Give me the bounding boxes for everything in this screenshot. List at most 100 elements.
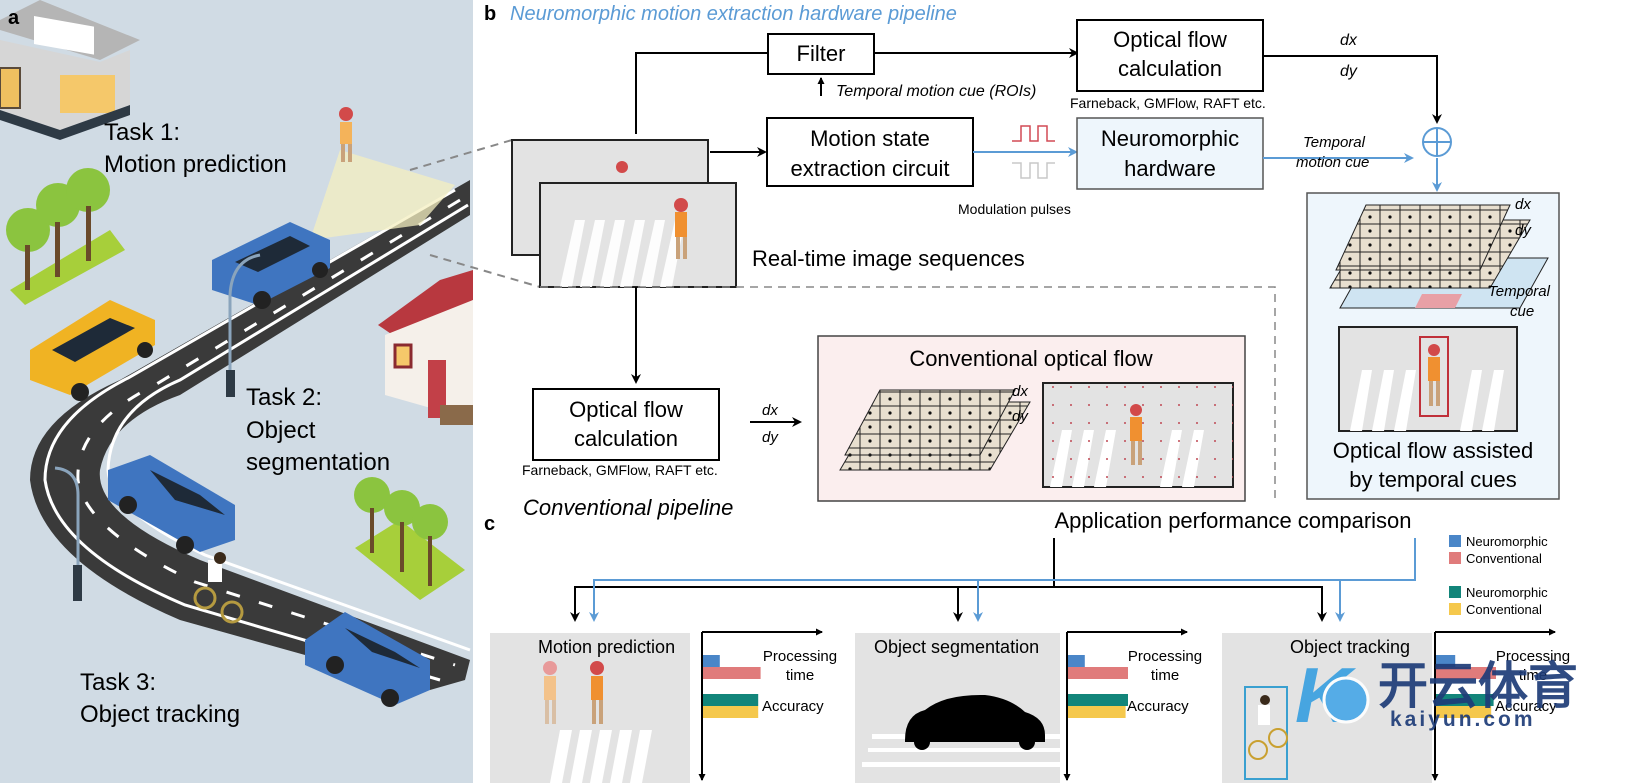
panel-a-scene: a Task 1: Motion prediction Task 2: Obje… [0, 0, 473, 783]
trees-icon [6, 168, 125, 305]
connector-ofc-to-sum [1263, 55, 1442, 124]
image-sequence-label: Real-time image sequences [752, 246, 1025, 271]
dx-top: dx [1340, 32, 1358, 49]
dx-bottom: dx [762, 402, 778, 419]
ofc-bottom-line1: Optical flow [569, 397, 683, 422]
bar-conventional-processing-time [1436, 667, 1496, 679]
conventional-pipeline-border [540, 286, 1276, 500]
panel-b-label: b [484, 3, 496, 25]
task-1-name: Motion prediction [104, 151, 287, 178]
bar-conventional-processing-time [1068, 667, 1128, 679]
task-segmentation-title: Object segmentation [874, 637, 1039, 657]
pedestrian-icon [674, 198, 688, 212]
accuracy-label: Accuracy [762, 698, 824, 715]
soccer-ball-icon [1322, 676, 1370, 724]
watermark-cn: 开云体育 [1378, 658, 1578, 714]
motion-state-box [766, 117, 974, 187]
bar-neuromorphic-processing-time [703, 655, 720, 667]
street-lamp-icon [54, 466, 80, 600]
panel-c-title: Application performance comparison [1054, 508, 1411, 533]
accuracy-label: Accuracy [1127, 698, 1189, 715]
conv-dy-label: dy [1012, 408, 1029, 425]
task-tracking-title: Object tracking [1290, 637, 1410, 657]
car-blue-icon [108, 455, 235, 554]
bar-conventional-accuracy [1068, 706, 1126, 718]
temporal-cue-line2: motion cue [1296, 154, 1369, 171]
bar-neuromorphic-accuracy [703, 694, 759, 706]
assisted-flow-image [1338, 326, 1518, 432]
conventional-flow-image [1042, 382, 1234, 488]
cyclist-icon [193, 552, 244, 624]
legend-swatch-conventional-time [1449, 552, 1461, 564]
legend: Neuromorphic Conventional Neuromorphic C… [1449, 534, 1548, 617]
filter-box [767, 33, 875, 75]
accuracy-label: Accuracy [1495, 698, 1557, 715]
bar-neuromorphic-processing-time [1436, 655, 1456, 667]
cue-grid-label: cue [1510, 303, 1534, 320]
motion-state-line2: extraction circuit [791, 156, 950, 181]
ofc-top-box [1076, 19, 1264, 92]
bar-conventional-processing-time [703, 667, 761, 679]
conventional-pipeline-label: Conventional pipeline [523, 495, 733, 520]
pulse-gray-icon [1012, 162, 1055, 179]
panel-c: c Application performance comparison Neu… [484, 508, 1578, 783]
filter-label: Filter [797, 41, 846, 66]
bar-neuromorphic-accuracy [1068, 694, 1128, 706]
task-1-title: Task 1: [104, 119, 180, 146]
tracking-bbox [1244, 686, 1288, 780]
ofc-top-line2: calculation [1118, 56, 1222, 81]
motion-prediction-thumb [490, 633, 690, 783]
ofc-bottom-line2: calculation [574, 426, 678, 451]
image-frame-front [539, 182, 737, 288]
task-3-title: Task 3: [80, 669, 156, 696]
legend-swatch-neuromorphic-accuracy [1449, 586, 1461, 598]
legend-swatch-conventional-accuracy [1449, 603, 1461, 615]
task-2-name-cont: segmentation [246, 449, 390, 476]
bar-conventional-accuracy [1436, 706, 1492, 718]
pedestrian-icon [339, 107, 353, 162]
motion-state-line1: Motion state [810, 126, 930, 151]
task-2-title: Task 2: [246, 384, 322, 411]
temporal-grid-label: Temporal [1488, 283, 1551, 300]
legend-label: Neuromorphic [1466, 534, 1548, 549]
conv-dx-grid [844, 389, 1016, 456]
ofc-bottom-box [532, 388, 720, 461]
tracking-bbox [1419, 336, 1449, 417]
dx-grid-label: dx [1515, 196, 1531, 213]
ofc-top-line1: Optical flow [1113, 27, 1227, 52]
car-blue-icon [212, 222, 330, 309]
legend-label: Conventional [1466, 602, 1542, 617]
processing-time-label: Processing [1496, 648, 1570, 665]
watermark: K 开云体育 kaiyun.com [1295, 651, 1578, 739]
panel-b-title: Neuromorphic motion extraction hardware … [510, 3, 957, 25]
bar-conventional-accuracy [703, 706, 759, 718]
car-blue-icon [305, 612, 430, 707]
conv-dx-label: dx [1012, 383, 1028, 400]
neuromorphic-hw-line1: Neuromorphic [1101, 126, 1239, 151]
road [30, 180, 470, 690]
panel-c-label: c [484, 513, 495, 535]
legend-label: Neuromorphic [1466, 585, 1548, 600]
modulation-label: Modulation pulses [958, 201, 1071, 217]
legend-swatch-neuromorphic-time [1449, 535, 1461, 547]
watermark-url: kaiyun.com [1390, 708, 1536, 731]
assisted-flow-line1: Optical flow assisted [1333, 438, 1534, 463]
dy-grid-label: dy [1515, 222, 1532, 239]
dx-flow-grid [1335, 204, 1511, 271]
sum-operator-icon [1422, 127, 1452, 157]
neuromorphic-hw-box [1076, 117, 1264, 190]
conventional-flow-title: Conventional optical flow [909, 346, 1152, 371]
ofc-top-methods: Farneback, GMFlow, RAFT etc. [1070, 95, 1266, 111]
building-icon [0, 0, 140, 140]
bar-neuromorphic-accuracy [1436, 694, 1494, 706]
panel-a-label: a [8, 7, 20, 29]
task-3-name: Object tracking [80, 701, 240, 728]
pulse-red-icon [1012, 125, 1055, 142]
house-icon [378, 270, 473, 425]
dy-bottom: dy [762, 429, 779, 446]
task-motion-prediction-title: Motion prediction [538, 637, 675, 657]
